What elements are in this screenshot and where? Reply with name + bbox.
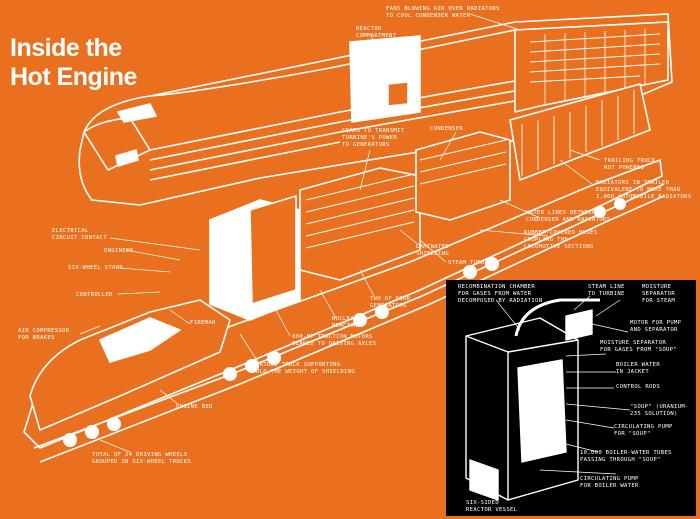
label-soup: "SOUP" (URANIUM- 235 SOLUTION): [630, 404, 689, 417]
reactor-door: [387, 81, 409, 107]
lower-radiators: [509, 83, 651, 181]
stripe-3: [149, 99, 521, 171]
label-gears: GEARS TO TRANSMIT TURBINE'S POWER TO GEN…: [342, 128, 405, 148]
label-electrical-contact: ELECTRICAL CIRCUIT CONTACT: [52, 228, 108, 241]
machinery-condenser: [415, 131, 511, 221]
title-line-2: Hot Engine: [10, 63, 137, 91]
label-two-generators: TWO OF FOUR GENERATORS: [370, 296, 411, 309]
upper-nose: [83, 117, 151, 171]
label-reactor-compartment: REACTOR COMPARTMENT: [356, 26, 397, 39]
reactor-base: [469, 459, 499, 501]
label-motor-pump: MOTOR FOR PUMP AND SEPARATOR: [630, 320, 682, 333]
label-traction-motors: 800-HP TRACTION MOTORS GEARED TO DRIVING…: [292, 334, 377, 347]
stripe-2: [149, 89, 521, 161]
nose-windows: [117, 103, 157, 123]
label-fans: FANS BLOWING AIR OVER RADIATORS TO COOL …: [386, 6, 500, 19]
label-condenser: CONDENSER: [430, 126, 464, 132]
label-steam-turbine: STEAM TURBINE: [448, 260, 496, 266]
stripe-4: [149, 141, 341, 181]
machinery-shielding: [249, 195, 297, 305]
label-fireman: FIREMAN: [190, 320, 216, 326]
pump-motor: [565, 309, 593, 341]
reactor-core: [517, 359, 567, 463]
label-trailing-truck: TRAILING TRUCK, NOT POWERED: [604, 158, 660, 171]
stripe-1: [149, 79, 521, 151]
label-air-compressor: AIR COMPRESSOR FOR BRAKES: [18, 328, 70, 341]
lower-rail-2: [39, 195, 665, 463]
label-engine-bed: ENGINE BED: [176, 404, 213, 410]
label-control-rods: CONTROL RODS: [616, 384, 661, 390]
label-driving-wheels: TOTAL OF 24 DRIVING WHEELS GROUPED IN SI…: [92, 452, 192, 465]
steam-pipe: [514, 298, 600, 337]
machinery-turbine: [299, 167, 421, 281]
leader-lines: [79, 13, 601, 453]
headlight-box: [115, 149, 139, 167]
label-boiler-water-jacket: BOILER WATER IN JACKET: [616, 362, 661, 375]
driving-wheels: [63, 198, 626, 447]
label-bridge-truck: BRIDGE TRUCK SUPPORTING OLD THE WEIGHT O…: [256, 362, 356, 375]
label-moisture-separator-gases: MOISTURE SEPARATOR FOR GASES FROM "SOUP": [600, 340, 678, 353]
inset-leader-lines: [479, 295, 631, 479]
trailer-louvers: [514, 21, 669, 113]
label-engineer: ENGINEER: [104, 248, 134, 254]
label-six-sided-vessel: SIX-SIDED REACTOR VESSEL: [466, 500, 518, 513]
label-rubber-hoses: RUBBER-COVERED HOSES COUPLING THE LOCOMO…: [524, 230, 598, 250]
label-water-lines: WATER LINES BETWEEN CONDENSER AND RADIAT…: [526, 210, 611, 223]
label-laminated-shielding: LAMINATED SHIELDING: [416, 244, 450, 257]
label-circulating-boiler: CIRCULATING PUMP FOR BOILER WATER: [580, 476, 639, 489]
label-radiators: RADIATORS IN TRAILER EQUIVALENT TO MORE …: [596, 180, 692, 200]
label-circulating-soup: CIRCULATING PUMP FOR "SOUP": [614, 424, 673, 437]
label-boiler-tubes: 10,000 BOILER-WATER TUBES PASSING THROUG…: [580, 450, 672, 463]
cab-front: [29, 299, 231, 431]
label-recombination-chamber: RECOMBINATION CHAMBER FOR GASES FROM WAT…: [458, 284, 543, 304]
label-nuclear-reactor: NUCLEAR REACTOR: [332, 316, 358, 329]
cab-interior: [99, 317, 181, 363]
label-controller: CONTROLLER: [76, 292, 113, 298]
label-six-wheel-stand: SIX-WHEEL STAND: [68, 265, 124, 271]
label-moisture-separator-steam: MOISTURE SEPARATOR FOR STEAM: [642, 284, 676, 304]
label-steam-line: STEAM LINE TO TURBINE: [588, 284, 625, 297]
diagram-title: Inside the Hot Engine: [10, 34, 137, 92]
upper-roof-line: [149, 21, 669, 97]
title-line-1: Inside the: [10, 34, 122, 62]
